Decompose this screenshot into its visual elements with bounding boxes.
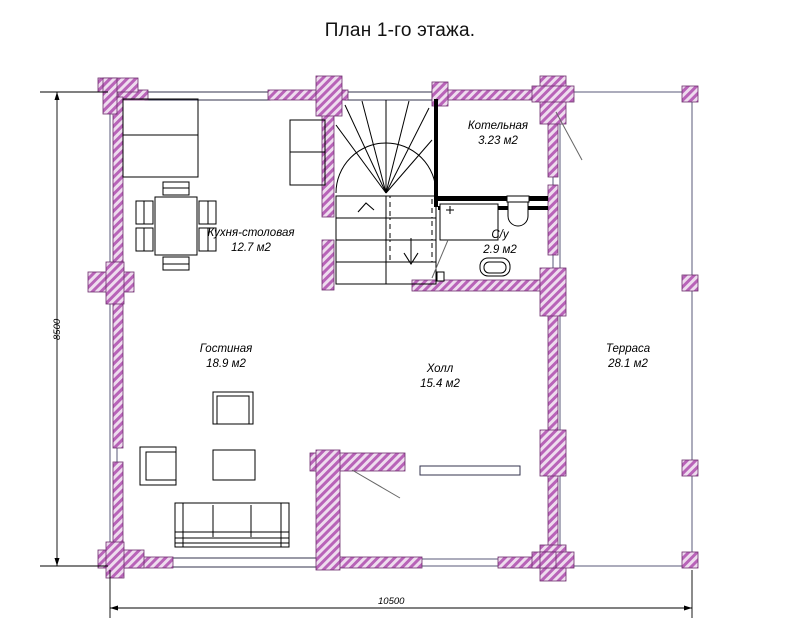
walls-hatched xyxy=(87,75,699,582)
room-area-hall: 15.4 м2 xyxy=(420,378,460,390)
window-top-stair xyxy=(344,91,436,101)
coffee-table xyxy=(212,449,256,481)
sink xyxy=(479,257,511,277)
dining-table xyxy=(154,196,198,256)
dining-set xyxy=(135,181,217,271)
room-area-bathroom: 2.9 м2 xyxy=(483,244,517,256)
room-label-bathroom: С/у 2.9 м2 xyxy=(455,228,545,258)
room-label-kitchen: Кухня-столовая 12.7 м2 xyxy=(196,226,306,256)
leader-bath-door xyxy=(431,239,449,279)
room-area-terrace: 28.1 м2 xyxy=(608,358,648,370)
kitchen-counter xyxy=(122,98,326,186)
room-name-terrace: Терраса xyxy=(605,343,651,355)
terrace-post-mr xyxy=(681,274,699,292)
room-label-hall: Холл 15.4 м2 xyxy=(385,362,495,392)
dimension-height-label: 8500 xyxy=(52,318,63,340)
terrace-post-tr xyxy=(681,85,699,103)
door-leaders xyxy=(351,111,583,499)
sofa xyxy=(174,502,290,548)
interior-partitions xyxy=(434,99,548,210)
toilet xyxy=(506,195,530,227)
room-name-boiler: Котельная xyxy=(467,120,529,132)
room-name-living: Гостиная xyxy=(199,343,253,355)
bathroom-marker xyxy=(436,271,445,282)
bathroom-fixtures xyxy=(436,195,530,282)
terrace-post-br2 xyxy=(681,459,699,477)
room-label-terrace: Терраса 28.1 м2 xyxy=(573,342,683,372)
room-area-living: 18.9 м2 xyxy=(206,358,246,370)
page-title: План 1-го этажа. xyxy=(324,20,476,41)
living-furniture xyxy=(139,391,290,548)
window-bottom xyxy=(169,557,326,568)
leader-hall-door xyxy=(351,469,401,499)
room-name-hall: Холл xyxy=(426,363,454,375)
room-name-bathroom: С/у xyxy=(491,229,509,241)
terrace-post-br xyxy=(681,551,699,569)
room-area-boiler: 3.23 м2 xyxy=(478,135,518,147)
leader-boiler-door xyxy=(555,111,583,161)
staircase xyxy=(335,100,437,285)
room-label-boiler: Котельная 3.23 м2 xyxy=(443,119,553,149)
bathtub xyxy=(439,203,499,241)
terrace-post-bm xyxy=(539,551,557,569)
dimension-width-label: 10500 xyxy=(378,596,405,607)
room-name-kitchen: Кухня-столовая xyxy=(207,227,295,239)
dimension-lines xyxy=(40,91,693,618)
room-label-living: Гостиная 18.9 м2 xyxy=(171,342,281,372)
armchair-1 xyxy=(212,391,254,425)
window-terrace-right xyxy=(419,465,521,476)
armchair-2 xyxy=(139,446,177,486)
room-area-kitchen: 12.7 м2 xyxy=(231,242,271,254)
